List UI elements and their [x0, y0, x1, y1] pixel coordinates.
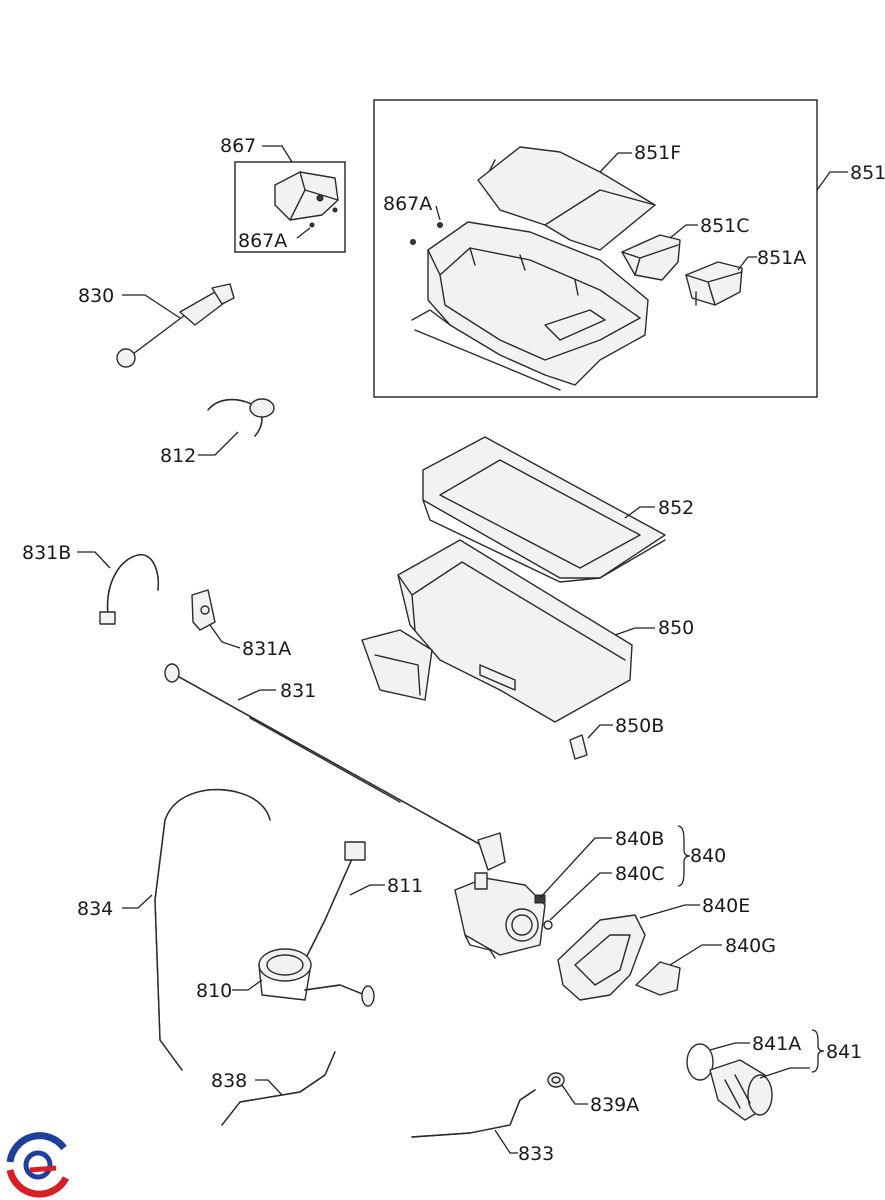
leader-851 — [816, 171, 848, 191]
part-851-body — [411, 221, 649, 391]
label-812: 812 — [160, 445, 196, 467]
part-833-hose — [411, 1089, 536, 1138]
brand-logo-icon — [6, 1132, 70, 1198]
part-840G-flap — [635, 961, 681, 996]
leader-840C — [549, 872, 612, 921]
leader-812 — [198, 431, 239, 456]
label-851F: 851F — [634, 142, 681, 164]
label-840B: 840B — [615, 828, 664, 850]
label-834: 834 — [77, 898, 113, 920]
screw-867A-2 — [410, 239, 416, 245]
part-850-housing — [361, 539, 633, 723]
label-867A-top: 867A — [383, 193, 432, 215]
label-841A: 841A — [752, 1033, 801, 1055]
brace-841 — [811, 1029, 825, 1073]
label-833: 833 — [518, 1143, 554, 1165]
part-851-frame — [373, 99, 818, 398]
leader-851C — [669, 224, 698, 239]
part-840E-cover — [557, 914, 646, 1001]
part-851F-lid — [477, 146, 656, 251]
label-841: 841 — [826, 1041, 862, 1063]
part-851-group: 851 867A 851F 851C — [373, 99, 885, 398]
leader-840E — [639, 904, 700, 919]
label-840E: 840E — [702, 895, 750, 917]
part-840-pump — [454, 872, 553, 959]
label-831A: 831A — [242, 638, 291, 660]
label-851: 851 — [850, 162, 885, 184]
part-834-hose — [154, 788, 271, 1071]
part-830-hose — [116, 283, 235, 368]
part-851C-cup — [621, 234, 681, 281]
leader-834 — [122, 894, 153, 909]
leader-867A-bottom — [296, 227, 311, 239]
part-841-filter — [686, 1043, 773, 1121]
leader-833 — [494, 1129, 518, 1154]
label-850: 850 — [658, 617, 694, 639]
part-867-frame — [234, 161, 346, 253]
brace-840 — [677, 825, 691, 887]
part-810-sump — [258, 948, 375, 1007]
leader-850B — [587, 724, 613, 739]
leader-838 — [255, 1079, 283, 1096]
part-831B-hook — [99, 554, 159, 625]
leader-839A — [561, 1084, 588, 1105]
leader-831B — [77, 551, 111, 569]
label-867: 867 — [220, 135, 256, 157]
label-831: 831 — [280, 680, 316, 702]
part-831-drain-hose — [164, 663, 506, 871]
part-867-group: 867 867A — [220, 135, 346, 253]
label-830: 830 — [78, 285, 114, 307]
part-811-hose — [304, 841, 366, 961]
label-840G: 840G — [725, 935, 776, 957]
leader-852 — [624, 506, 655, 519]
leader-867A-top — [435, 205, 441, 221]
part-851A-cup — [685, 261, 743, 306]
leader-810 — [232, 979, 263, 991]
leader-830 — [122, 294, 181, 319]
leader-831A — [209, 624, 241, 649]
label-831B: 831B — [22, 542, 71, 564]
part-867-pump — [274, 171, 339, 228]
leader-841 — [759, 1067, 810, 1079]
label-810: 810 — [196, 980, 232, 1002]
leader-867 — [262, 145, 293, 163]
label-851C: 851C — [700, 215, 750, 237]
leader-851A — [737, 256, 757, 271]
part-850B-clip — [569, 734, 588, 760]
label-850B: 850B — [615, 715, 664, 737]
leader-850 — [614, 627, 655, 636]
part-838-hose — [221, 1051, 336, 1126]
part-812-bellows — [207, 398, 275, 437]
label-867A-bottom: 867A — [238, 230, 287, 252]
leader-840B — [539, 837, 612, 899]
label-840C: 840C — [615, 863, 665, 885]
part-852-cover — [422, 436, 666, 583]
label-852: 852 — [658, 497, 694, 519]
label-851A: 851A — [757, 247, 806, 269]
part-839A-fitting — [547, 1072, 565, 1088]
label-811: 811 — [387, 875, 423, 897]
label-838: 838 — [211, 1070, 247, 1092]
screw-867A — [437, 222, 443, 228]
leader-851F — [599, 152, 632, 173]
label-839A: 839A — [590, 1094, 639, 1116]
leader-831 — [237, 689, 276, 701]
leader-841A — [709, 1042, 750, 1051]
part-831A-clip — [191, 589, 216, 631]
leader-840G — [669, 944, 722, 966]
label-840: 840 — [690, 845, 726, 867]
leader-811 — [349, 884, 385, 896]
